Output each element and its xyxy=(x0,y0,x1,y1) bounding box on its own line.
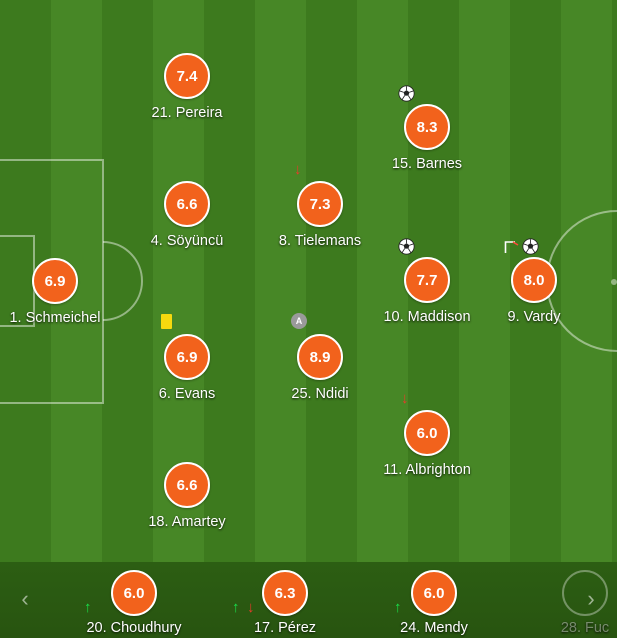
player-name: 1. Schmeichel xyxy=(9,310,101,326)
bench-next-button[interactable]: › xyxy=(576,584,606,614)
yellow-card-icon xyxy=(161,314,172,329)
player-rating: 6.0 xyxy=(111,570,157,616)
player-rating: 6.3 xyxy=(262,570,308,616)
bench-bar: ‹ 6.0 20. Choudhury 6.3 17. Pérez 6.0 24… xyxy=(0,562,617,638)
player-vardy[interactable]: 8.0 9. Vardy xyxy=(464,257,604,325)
chevron-left-icon: ‹ xyxy=(21,586,29,611)
bench-player-perez[interactable]: 6.3 17. Pérez xyxy=(215,570,355,636)
player-name: 18. Amartey xyxy=(148,514,226,530)
player-rating: 6.6 xyxy=(164,181,210,227)
assist-icon xyxy=(504,240,520,254)
player-evans[interactable]: 6.9 6. Evans xyxy=(117,334,257,402)
player-name: 9. Vardy xyxy=(507,309,561,325)
player-rating: 6.9 xyxy=(32,258,78,304)
player-rating: 8.9 xyxy=(297,334,343,380)
subbed-off-icon: ↓ xyxy=(294,161,302,178)
player-albrighton[interactable]: 6.0 11. Albrighton xyxy=(357,410,497,478)
player-tielemans[interactable]: 7.3 8. Tielemans xyxy=(250,181,390,249)
player-rating: 8.0 xyxy=(511,257,557,303)
goal-icon xyxy=(398,85,415,102)
player-name: 15. Barnes xyxy=(391,156,463,172)
bench-player-mendy[interactable]: 6.0 24. Mendy xyxy=(364,570,504,636)
player-maddison[interactable]: 7.7 10. Maddison xyxy=(357,257,497,325)
player-rating: 7.7 xyxy=(404,257,450,303)
player-rating xyxy=(562,570,608,616)
player-name: 10. Maddison xyxy=(383,309,471,325)
subbed-on-icon: ↑ xyxy=(232,599,240,616)
player-name: 25. Ndidi xyxy=(291,386,349,402)
subbed-off-icon: ↓ xyxy=(247,599,255,616)
pitch: 6.9 1. Schmeichel 7.4 21. Pereira 6.6 4.… xyxy=(0,0,617,562)
bench-player-fuchs[interactable]: 28. Fuc xyxy=(515,570,617,636)
player-name: 20. Choudhury xyxy=(86,620,182,636)
player-name: 4. Söyüncü xyxy=(150,233,224,249)
player-name: 17. Pérez xyxy=(253,620,317,636)
subbed-off-icon: ↓ xyxy=(401,390,409,407)
goal-icon xyxy=(398,238,415,255)
player-name: 28. Fuc xyxy=(560,620,610,636)
subbed-on-icon: ↑ xyxy=(394,599,402,616)
player-rating: 6.0 xyxy=(404,410,450,456)
player-pereira[interactable]: 7.4 21. Pereira xyxy=(117,53,257,121)
bench-player-choudhury[interactable]: 6.0 20. Choudhury xyxy=(64,570,204,636)
goal-icon xyxy=(522,238,539,255)
player-rating: 7.3 xyxy=(297,181,343,227)
player-rating: 6.9 xyxy=(164,334,210,380)
player-name: 8. Tielemans xyxy=(278,233,362,249)
player-name: 24. Mendy xyxy=(400,620,468,636)
player-rating: 6.0 xyxy=(411,570,457,616)
player-barnes[interactable]: 8.3 15. Barnes xyxy=(357,104,497,172)
subbed-on-icon: ↑ xyxy=(84,599,92,616)
player-rating: 6.6 xyxy=(164,462,210,508)
player-name: 6. Evans xyxy=(158,386,216,402)
captain-badge: A xyxy=(291,313,307,329)
player-rating: 7.4 xyxy=(164,53,210,99)
bench-prev-button[interactable]: ‹ xyxy=(10,584,40,614)
player-ndidi[interactable]: 8.9 25. Ndidi xyxy=(250,334,390,402)
player-amartey[interactable]: 6.6 18. Amartey xyxy=(117,462,257,530)
player-name: 11. Albrighton xyxy=(383,462,471,478)
chevron-right-icon: › xyxy=(587,586,595,611)
player-name: 21. Pereira xyxy=(151,105,223,121)
player-soyuncu[interactable]: 6.6 4. Söyüncü xyxy=(117,181,257,249)
player-rating: 8.3 xyxy=(404,104,450,150)
player-schmeichel[interactable]: 6.9 1. Schmeichel xyxy=(0,258,125,326)
